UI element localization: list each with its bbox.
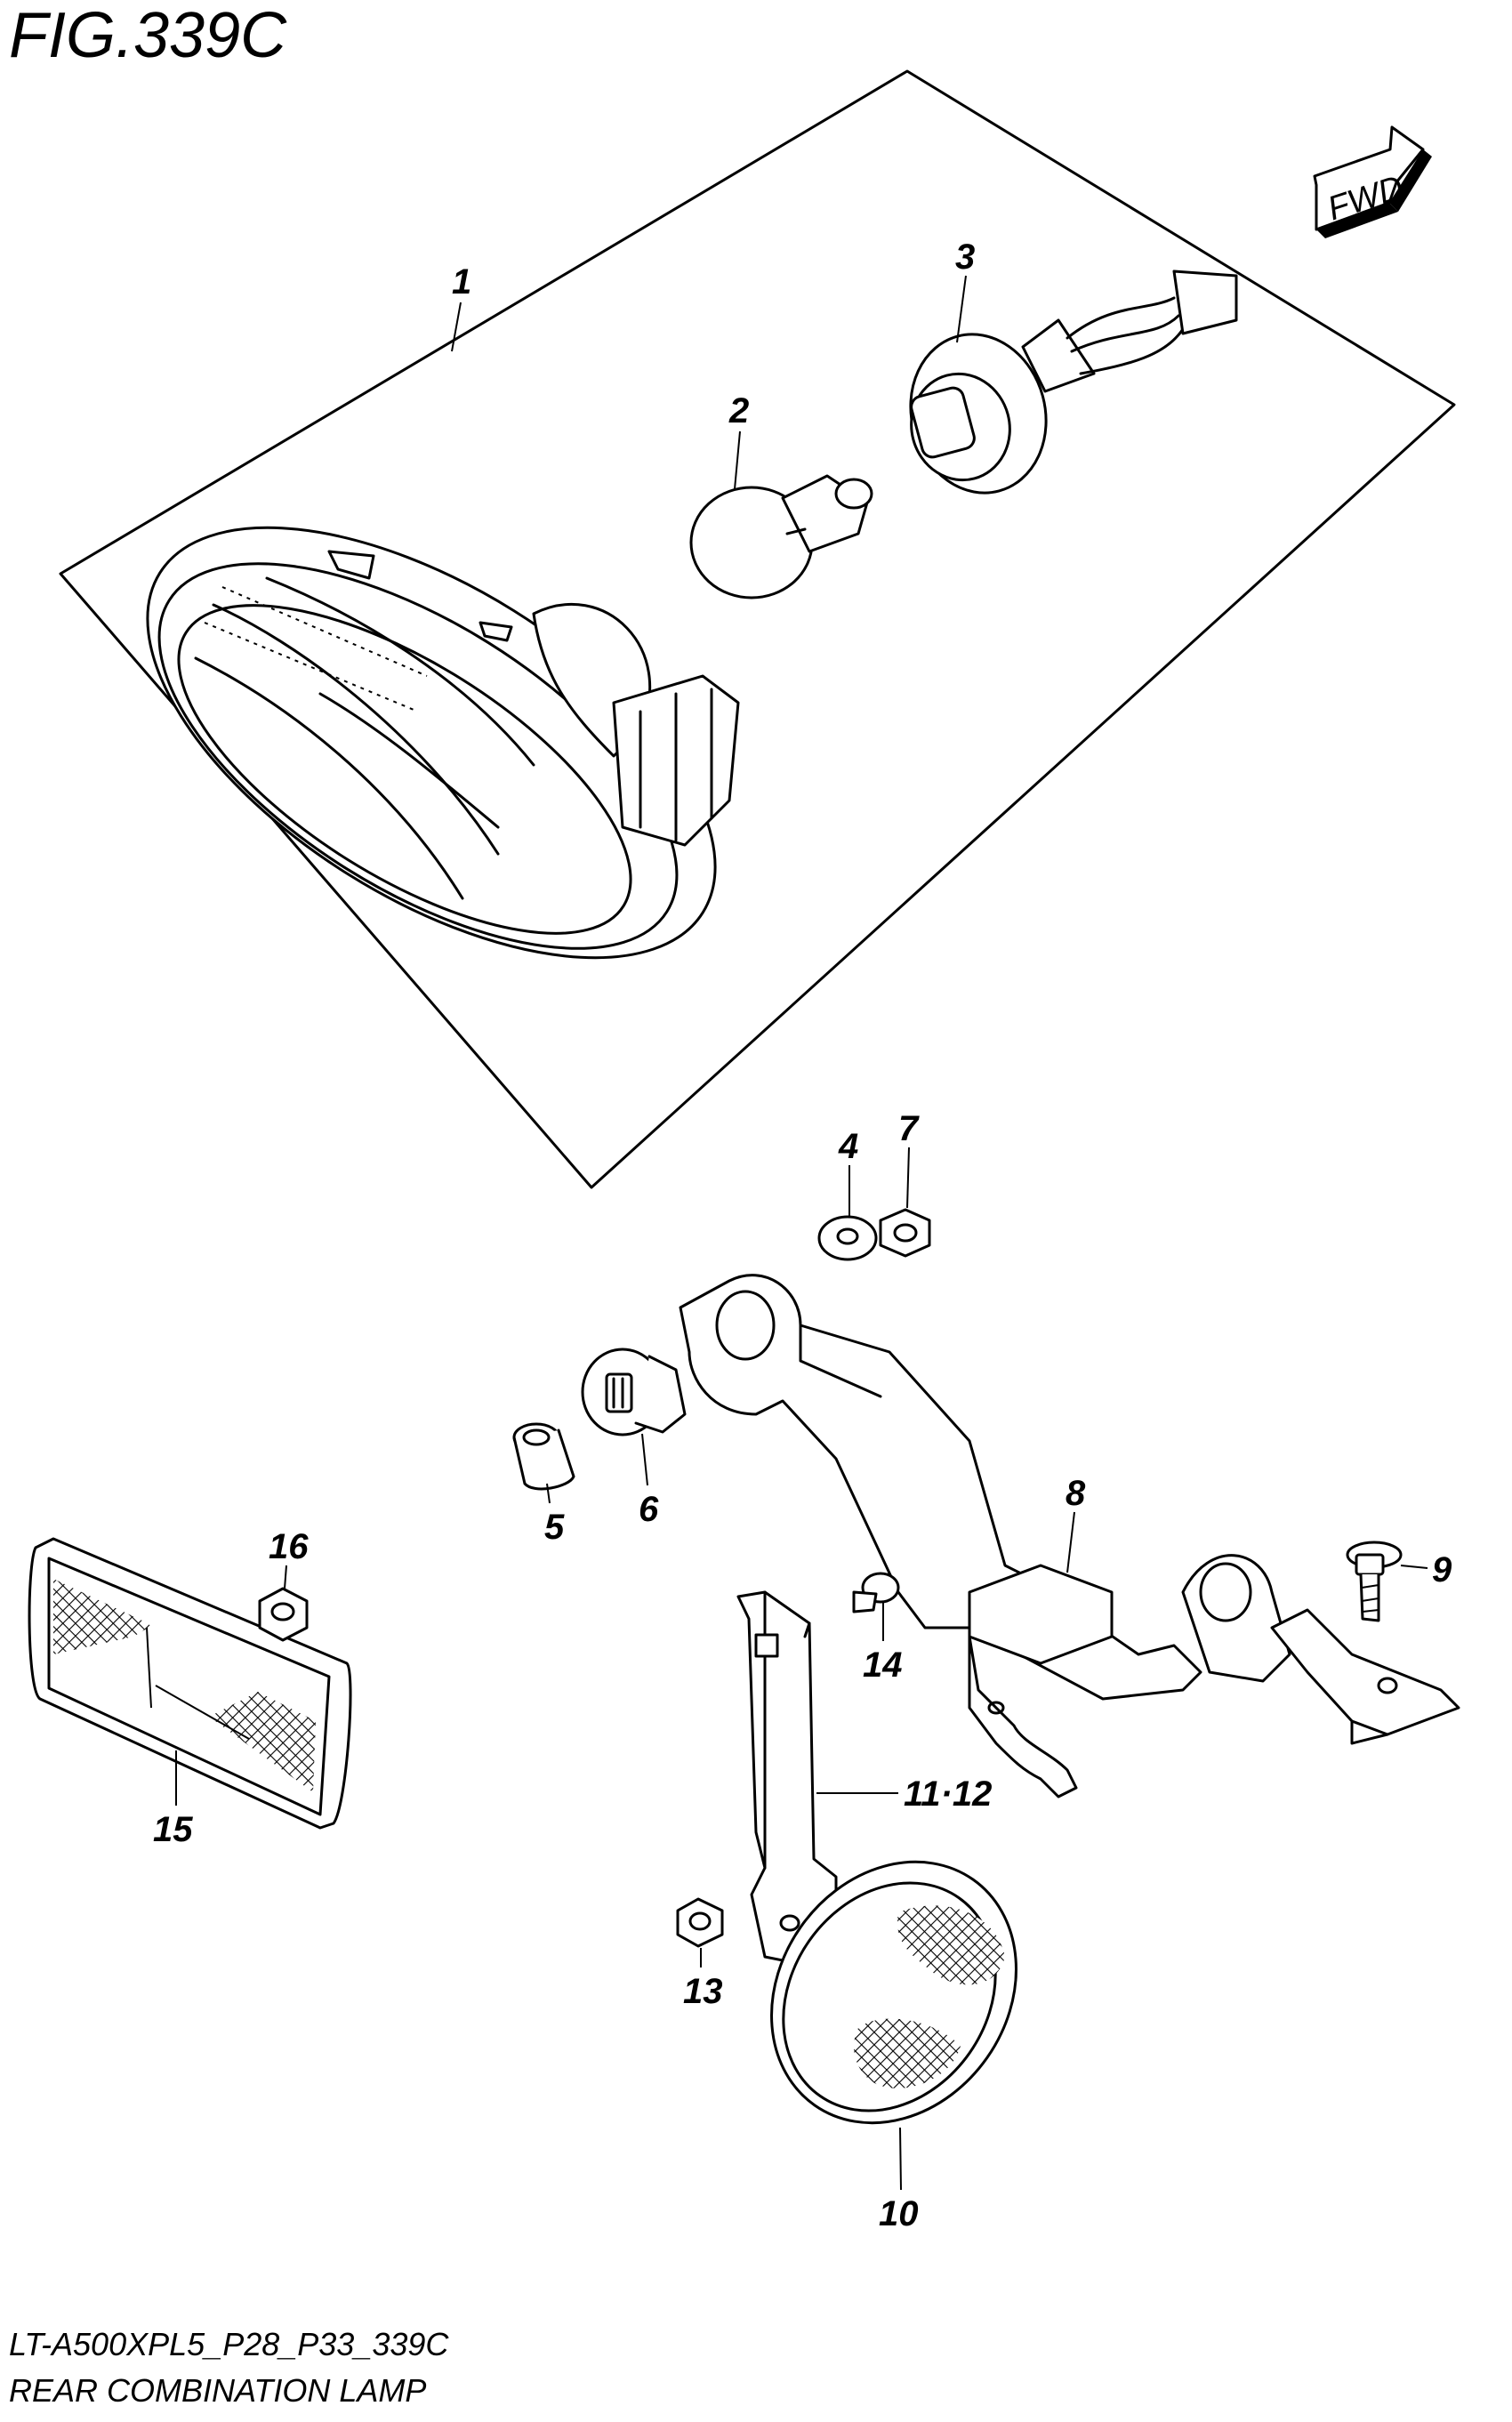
callout-16: 16: [269, 1527, 309, 1566]
part-7-nut: [879, 1208, 931, 1258]
part-3-socket: [909, 270, 1238, 495]
callout-10: 10: [879, 2194, 919, 2233]
part-9-bolt: [1346, 1541, 1403, 1622]
callout-13: 13: [683, 1972, 723, 2011]
part-16-nut: [258, 1587, 309, 1642]
callout-6: 6: [639, 1490, 659, 1529]
part-5-collar: [512, 1422, 575, 1491]
callout-1: 1: [452, 262, 471, 302]
part-1-lamp-housing: [146, 526, 740, 960]
callout-9: 9: [1432, 1550, 1452, 1589]
part-13-nut: [676, 1897, 724, 1948]
part-14-screw: [852, 1572, 900, 1613]
callout-11-12: 11·12: [904, 1774, 992, 1814]
fwd-arrow-icon: FWD: [1313, 125, 1432, 238]
leader-lines: [175, 275, 1428, 2191]
part-2-bulb: [689, 474, 873, 599]
callout-14: 14: [863, 1646, 903, 1685]
part-8-bracket: [679, 1274, 1460, 1798]
part-10-round-reflector: [770, 1860, 1017, 2125]
callout-2: 2: [728, 391, 749, 430]
callout-4: 4: [838, 1127, 858, 1166]
callout-3: 3: [955, 237, 975, 277]
callout-15: 15: [153, 1810, 193, 1849]
footer-name: REAR COMBINATION LAMP: [9, 2372, 426, 2409]
part-4-washer: [817, 1215, 878, 1261]
callout-7: 7: [898, 1109, 920, 1148]
assembly-frame: [59, 69, 1456, 1189]
figure-title: FIG.339C: [9, 0, 287, 71]
footer-code: LT-A500XPL5_P28_P33_339C: [9, 2326, 449, 2362]
part-15-rect-reflector: [28, 1537, 352, 1830]
part-6-grommet: [581, 1348, 687, 1436]
callout-8: 8: [1066, 1474, 1086, 1513]
callout-5: 5: [544, 1508, 565, 1547]
